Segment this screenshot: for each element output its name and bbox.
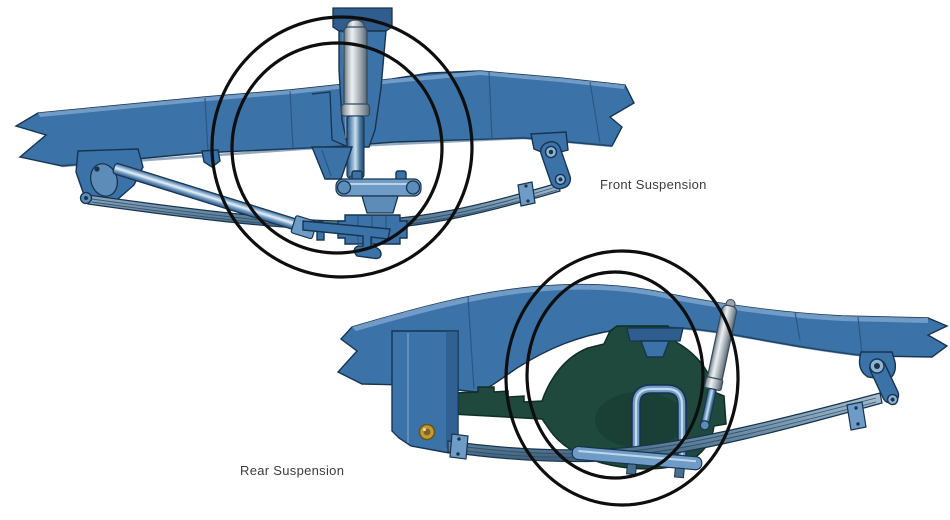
front-clamp-rivet-top xyxy=(524,184,528,188)
front-frame-seam-lines xyxy=(204,71,601,153)
front-perch-crease xyxy=(321,149,332,177)
front-shock-collar xyxy=(340,103,371,117)
rear-spring-plate xyxy=(571,445,703,479)
front-suspension-figure xyxy=(14,7,635,279)
rear-highlight-circle-inner xyxy=(525,270,705,480)
front-spring-clamp xyxy=(517,181,536,207)
rear-suspension-figure xyxy=(336,249,949,507)
front-hanger-side-plate xyxy=(89,163,119,197)
front-tower-side-bracket xyxy=(311,91,347,147)
front-bar-cap-left xyxy=(336,180,352,195)
front-frame-rail xyxy=(14,70,635,167)
rear-hanger-shade xyxy=(446,331,458,452)
rear-ubolt-thread-left xyxy=(626,463,637,476)
front-spring-eye-pin xyxy=(84,196,88,200)
front-axle-assembly xyxy=(302,170,422,260)
rear-spring-clamp-left xyxy=(449,433,469,460)
rear-frame-top-flange xyxy=(352,284,928,331)
front-suspension-label: Front Suspension xyxy=(600,177,707,192)
front-axle-seat-block xyxy=(361,195,399,214)
rear-bump-stop-base xyxy=(626,327,684,342)
front-frame-bottom-bevel xyxy=(61,136,613,168)
rear-suspension-label: Rear Suspension xyxy=(240,463,345,478)
front-spring-perch xyxy=(310,146,353,180)
front-bar-cap-right xyxy=(405,180,421,195)
front-highlight-circle-outer xyxy=(210,15,474,279)
front-highlight-circle-inner xyxy=(230,41,444,255)
rear-ubolt-thread-right xyxy=(673,467,685,479)
front-shackle xyxy=(530,131,572,190)
rear-shock-eye xyxy=(699,420,710,431)
front-clamp-rivet-bottom xyxy=(526,199,530,203)
rear-shackle xyxy=(858,351,900,406)
front-shock-body xyxy=(343,26,368,113)
rear-u-bolt xyxy=(631,384,687,461)
front-hanger-bolt xyxy=(94,166,100,172)
rear-highlight-circle-outer xyxy=(504,249,740,507)
rear-spring-clamp-right xyxy=(846,401,867,431)
rear-bump-stop xyxy=(639,340,671,358)
rear-frame-seam-lines xyxy=(467,296,863,390)
rear-gold-bolt-glint xyxy=(422,427,427,432)
